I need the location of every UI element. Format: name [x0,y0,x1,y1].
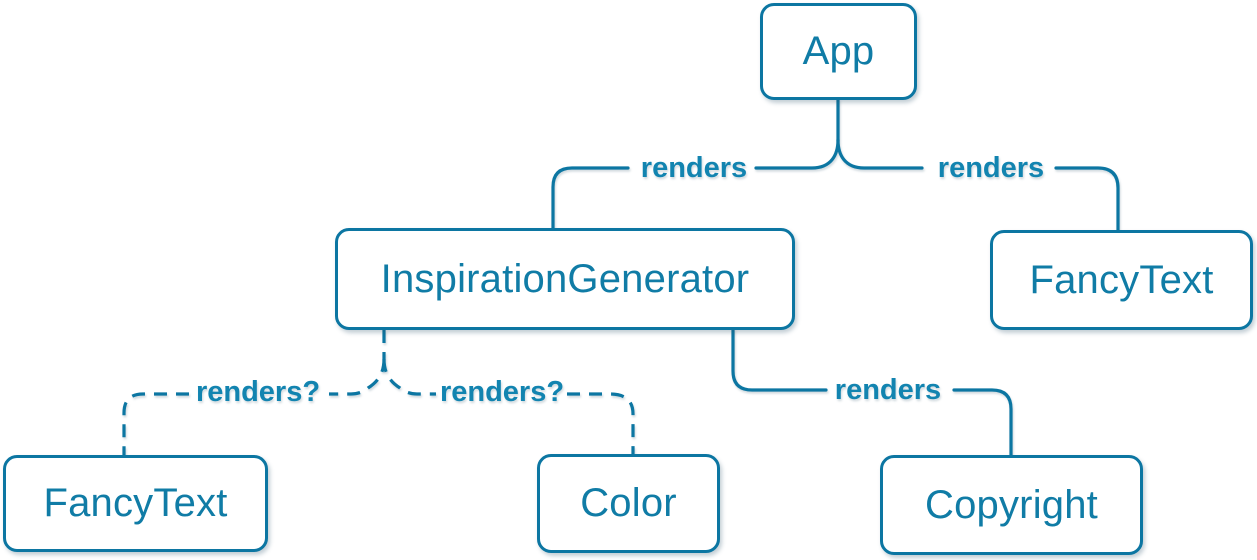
edge-label-renders-app-fancytext: renders [938,152,1044,184]
edge-label-renders-inspirationgenerator-fancytext: renders? [196,376,320,408]
edge-inspirationgenerator-color-part2 [567,392,635,454]
edge-label-renders-inspirationgenerator-copyright: renders [835,374,941,406]
edge-app-inspirationgenerator-part1 [754,138,840,170]
node-copyright: Copyright [880,455,1143,555]
edge-inspirationgenerator-fancytext-part2 [122,392,189,455]
node-inspiration-generator: InspirationGenerator [335,228,795,330]
edge-app-fancytext-part2 [1054,166,1120,232]
edge-app-inspirationgenerator-part2 [551,166,630,230]
node-fancy-text-bottom: FancyText [3,455,268,552]
node-color: Color [537,454,720,553]
edge-inspirationgenerator-copyright-part1 [731,328,828,392]
edge-inspirationgenerator-copyright-part2 [952,388,1013,457]
edge-inspirationgenerator-color-part1 [382,358,436,396]
edge-label-renders-inspirationgenerator-color: renders? [440,376,564,408]
node-fancy-text-top: FancyText [990,230,1253,330]
edge-app-fancytext-part1 [836,138,924,170]
node-app: App [760,3,917,100]
edge-inspirationgenerator-fancytext-part1 [329,358,386,396]
edge-label-renders-app-inspirationgenerator: renders [641,152,747,184]
